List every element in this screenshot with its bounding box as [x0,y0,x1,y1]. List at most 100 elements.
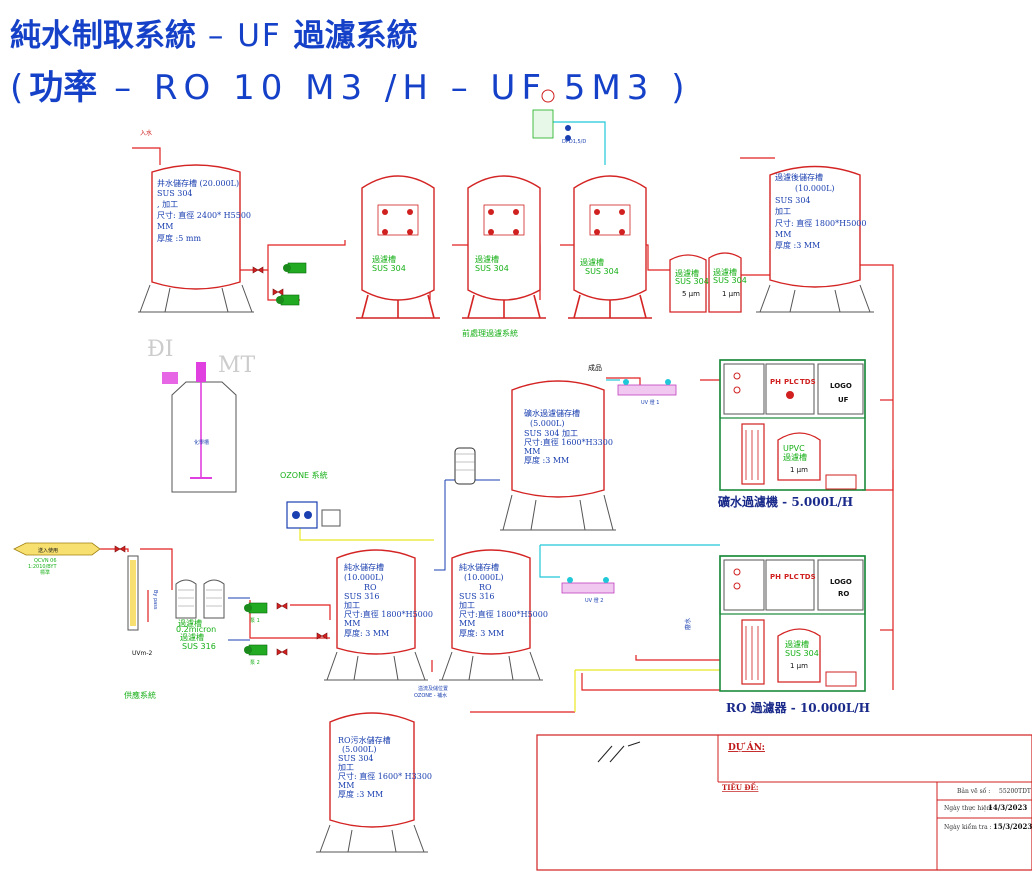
project-label: DỰ ÁN: [728,741,765,753]
after-tank-line-3: 加工 [775,206,791,216]
ro-panel-ph: PH [770,573,781,581]
pure2-line-4: 加工 [459,600,475,610]
sheet-title-label: TIÊU ĐỀ: [722,782,758,792]
polish-filter-1 [175,579,197,619]
pure1-line-1: (10.000L) [344,573,384,582]
ro-filter-material: SUS 304 [785,649,819,658]
drawing-no-label: Bản vẽ số : [957,788,990,795]
cartridge-filter-1: 過濾槽 SUS 304 5 μm [669,254,709,313]
after-tank-line-0: 過濾後儲存槽 [775,172,823,182]
waste-tank-line-1: (5.000L) [342,745,376,754]
uv-lamp-1: UV 燈 1 [617,379,677,406]
outlet-std-2: 1:2010/BYT [28,564,57,570]
after-filter-tank: 過濾後儲存槽 (10.000L) SUS 304 加工 尺寸: 直徑 1800*… [756,165,874,313]
well-tank-line-1: SUS 304 [157,189,193,198]
pure2-line-0: 純水儲存槽 [459,562,499,572]
ozone-generator [286,501,341,529]
cart-1-name: 過濾槽 [675,268,699,278]
uf-panel-logo: LOGO [830,382,852,390]
feed-pump-1 [282,262,307,274]
uv-lamp-2: UV 燈 2 [561,577,615,604]
mineral-tank-line-0: 礦水過濾儲存槽 [524,408,580,418]
after-tank-line-4: 尺寸: 直徑 1800*H5000 [775,218,866,228]
supply-system-label: 供應系統 [124,690,156,700]
date-done-value: 14/3/2023 [988,803,1027,812]
waste-tank-line-0: RO污水儲存槽 [338,735,391,745]
diagram-title-line-2: (功率 – RO 10 M3 /H – UF 5M3 ) [10,60,690,109]
cart-2-micron: 1 μm [722,290,740,298]
mineral-storage-tank: 礦水過濾儲存槽 (5.000L) SUS 304 加工 尺寸:直徑 1600*H… [500,380,616,531]
valve-icon [272,288,284,296]
finished-label: 成品 [588,363,602,372]
upvc-name: 過濾槽 [783,452,807,462]
well-tank-line-2: , 加工 [157,199,178,209]
after-tank-line-6: 厚度 :3 MM [775,240,820,250]
chemical-tank: 化學槽 [162,362,237,493]
filter-tank-3: 過濾槽 SUS 304 [568,175,652,319]
date-check-value: 15/3/2023 [993,822,1032,831]
inlet-label: 入水 [140,129,152,137]
date-check-label: Ngày kiểm tra : [944,824,992,831]
ozone-note-line-0: 溢流及儲位置 [418,685,448,692]
pure-water-tank-1: 純水儲存槽 (10.000L) RO SUS 316 加工 尺寸:直徑 1800… [324,549,433,681]
ozone-system-label: OZONE 系統 [280,470,328,480]
polish-line-0: 過濾槽 [178,618,202,628]
pump-2-label: 泵 2 [250,660,260,666]
uv-unit-label: UVm-2 [132,650,153,657]
uf-panel-type: UF [838,396,849,404]
well-water-tank: 井水儲存槽 (20.000L) SUS 304 , 加工 尺寸: 直徑 2400… [138,164,254,313]
filter-tank-1: 過濾槽 SUS 304 [356,175,440,319]
dosing-box-label: DPD1,5/D [562,139,586,145]
ro-panel-plc: PLC [784,573,799,581]
uv-sterilizer: UVm-2 By pass [127,555,158,657]
ro-waste-tank: RO污水儲存槽 (5.000L) SUS 304 加工 尺寸: 直徑 1600*… [316,712,432,853]
title2-bold: 功率 [29,68,98,108]
cart-2-name: 過濾槽 [713,267,737,277]
drawing-no-value: 55200TDT [999,788,1031,795]
valve-icon [276,648,288,656]
ro-panel-tds: TDS [800,573,816,581]
outlet-label: 送入使用 [38,547,58,554]
filter-2-name: 過濾槽 [475,254,499,264]
pure1-line-6: MM [344,619,360,628]
polish-line-3: SUS 316 [182,642,216,651]
waste-tank-line-3: 加工 [338,762,354,772]
uf-machine: PH PLC TDS LOGO UF UPVC 過濾槽 1 μm [719,359,866,491]
valve-icon [114,545,126,553]
title2-rest: – RO 10 M3 /H – UF 5M3 ) [97,68,691,108]
outlet-arrow: 送入使用 QCVN 06 1:2010/BYT 標準 [13,542,101,576]
uv1-label: UV 燈 1 [641,399,659,406]
dosing-station: DPD1,5/D [532,89,586,145]
pure2-line-6: MM [459,619,475,628]
pure1-line-4: 加工 [344,600,360,610]
cartridge-filter-2: 過濾槽 SUS 304 1 μm [708,252,747,313]
date-done-label: Ngày thực hiện: [944,805,993,812]
bypass-label: By pass [152,590,158,610]
after-tank-line-5: MM [775,230,791,239]
pure1-line-3: SUS 316 [344,592,380,601]
title-part-b: 過濾系統 [293,18,418,54]
cart-1-micron: 5 μm [682,290,700,298]
mineral-tank-line-5: 厚度 :3 MM [524,455,569,465]
outlet-std-3: 標準 [40,569,50,576]
mineral-tank-line-1: (5.000L) [530,419,564,428]
pure-water-tank-2: 純水儲存槽 (10.000L) RO SUS 316 加工 尺寸:直徑 1800… [439,549,548,681]
waste-tank-line-2: SUS 304 [338,754,374,763]
mineral-tank-line-4: MM [524,447,540,456]
title2-open: ( [10,68,30,108]
upvc-micron: 1 μm [790,466,808,474]
valve-icon [276,602,288,610]
pure1-line-0: 純水儲存槽 [344,562,384,572]
ro-machine: PH PLC TDS LOGO RO 過濾槽 SUS 304 1 μm [719,555,866,692]
title-dash: – UF [196,18,294,54]
uf-machine-label: 礦水過濾機 - 5.000L/H [718,494,853,509]
pure1-line-5: 尺寸:直徑 1800*H5000 [344,609,433,619]
outlet-std-1: QCVN 06 [34,558,57,564]
watermark-right: MT [218,353,256,378]
watermark-left: ĐI [147,337,173,362]
ozone-note-line-1: OZONE - 補水 [414,692,447,699]
polish-line-1: 0.2micron [176,625,216,634]
well-tank-line-5: 厚度 :5 mm [157,233,201,243]
cartridge-housing-ozone [454,447,476,485]
